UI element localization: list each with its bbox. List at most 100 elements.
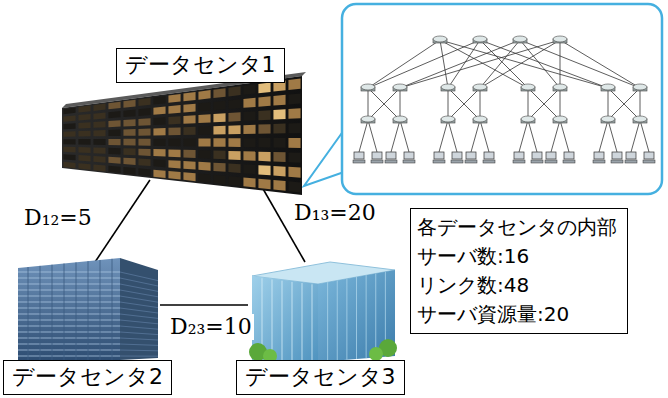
window-line: [28, 267, 29, 360]
server-base: [371, 160, 383, 163]
rack-panel: [123, 110, 135, 118]
rack-panel: [153, 170, 165, 178]
server-icon: [531, 152, 543, 163]
network-link: [359, 120, 368, 152]
server-base: [403, 160, 415, 163]
switch-icon: [601, 116, 615, 123]
window-line: [312, 284, 313, 362]
server-icon: [385, 152, 397, 163]
switch-icon: [473, 116, 487, 123]
rack-panel: [78, 131, 90, 137]
rack-panel: [198, 162, 210, 171]
rack-panel: [138, 98, 150, 106]
distance-label: D₁₃=20: [292, 200, 378, 226]
rack-panel: [258, 96, 270, 106]
data-center-node: データセンタ3: [248, 262, 398, 395]
rack-panel: [123, 119, 135, 126]
window-line: [64, 263, 65, 360]
switch-icon: [473, 84, 487, 91]
server-base: [531, 160, 543, 163]
network-link: [560, 120, 569, 152]
rack-panel: [198, 174, 210, 183]
server-icon: [451, 152, 463, 163]
window-line: [112, 259, 113, 360]
rack-panel: [153, 117, 165, 125]
network-link: [391, 120, 400, 152]
data-center-name: データセンタ2: [12, 364, 163, 389]
rack-panels: [63, 79, 300, 193]
rack-panel: [93, 139, 105, 145]
info-item: リンク数:48: [417, 271, 617, 300]
rack-panel: [153, 159, 165, 167]
window-line: [18, 356, 120, 357]
rack-panel: [123, 158, 135, 165]
data-center-node: データセンタ2: [10, 262, 160, 395]
switch-top: [633, 84, 647, 90]
server-base: [433, 160, 445, 163]
window-line: [18, 320, 120, 321]
rack-panel: [213, 138, 225, 147]
rack-panel: [288, 138, 300, 148]
rack-panel: [213, 101, 225, 110]
window-line: [18, 278, 120, 279]
window-line: [18, 290, 120, 291]
rack-panel: [153, 128, 165, 135]
network-link: [599, 120, 608, 152]
rack-panel: [168, 105, 180, 114]
rack-panel: [63, 115, 75, 121]
server-icon: [403, 152, 415, 163]
data-center-label-box: データセンタ1: [116, 48, 285, 83]
window-line: [18, 326, 120, 327]
network-link: [448, 120, 457, 152]
server-screen: [612, 152, 622, 159]
data-center-name: データセンタ1: [125, 52, 276, 77]
rack-panel: [213, 163, 225, 172]
rack-panel: [168, 149, 180, 157]
rack-panel: [183, 138, 195, 146]
server-icon: [483, 152, 495, 163]
rack-panel: [213, 126, 225, 135]
window-line: [52, 265, 53, 360]
switch-top: [393, 116, 407, 122]
window-line: [366, 275, 367, 358]
rack-panel: [258, 152, 270, 162]
rack-panel: [93, 164, 105, 171]
rack-panel: [183, 150, 195, 158]
rack-panel: [198, 150, 210, 159]
switch-top: [521, 116, 535, 122]
rack-panel: [108, 148, 120, 155]
window-line: [292, 282, 293, 362]
network-link: [480, 40, 560, 88]
rack-panel: [78, 163, 90, 170]
rack-panel: [213, 151, 225, 160]
rack-panel: [138, 128, 150, 135]
rack-panel: [273, 166, 285, 176]
network-link: [400, 88, 401, 120]
server-icon: [433, 152, 445, 163]
server-base: [625, 160, 637, 163]
window-line: [120, 356, 158, 357]
network-link: [368, 88, 369, 120]
switch-top: [361, 116, 375, 122]
network-link: [480, 88, 481, 120]
server-base: [593, 160, 605, 163]
window-line: [120, 338, 158, 340]
rack-panel: [258, 138, 270, 147]
rack-panel: [138, 139, 150, 146]
switch-top: [473, 84, 487, 90]
server-icon: [371, 152, 383, 163]
server-rack: [62, 76, 302, 195]
rack-panel: [123, 167, 135, 175]
switch-icon: [441, 84, 455, 91]
switch-icon: [553, 36, 567, 43]
network-link: [440, 40, 608, 88]
window-line: [18, 302, 120, 303]
server-screen: [484, 152, 494, 159]
server-screen: [514, 152, 524, 159]
switch-icon: [513, 36, 527, 43]
rack-panel: [78, 147, 90, 153]
switch-icon: [633, 84, 647, 91]
rack-panel: [168, 139, 180, 147]
switch-top: [513, 36, 527, 42]
